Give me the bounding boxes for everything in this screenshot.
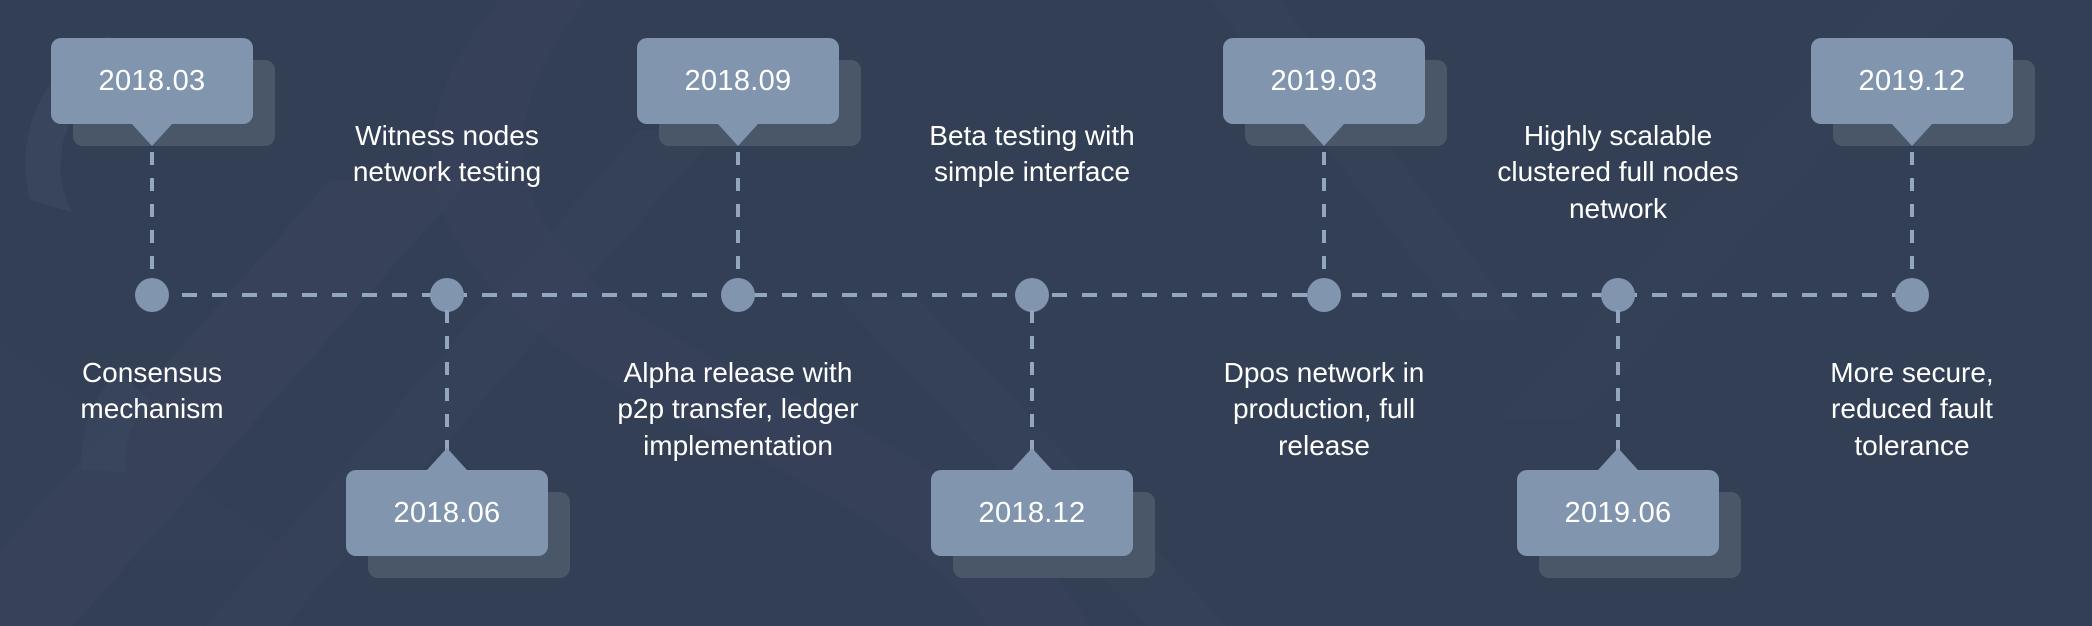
milestone-connector-line: [1616, 310, 1620, 470]
milestone-dot-icon[interactable]: [1307, 278, 1341, 312]
date-chip-body[interactable]: 2019.06: [1517, 470, 1719, 556]
date-chip-body[interactable]: 2018.03: [51, 38, 253, 124]
date-chip-label: 2019.12: [1858, 64, 1966, 97]
milestone-description: Witness nodes network testing: [352, 120, 542, 188]
milestone-description: Dpos network in production, full release: [1223, 357, 1425, 461]
milestone-dot-icon[interactable]: [1601, 278, 1635, 312]
date-chip-pointer-icon: [1598, 448, 1638, 470]
milestone-dot-icon[interactable]: [135, 278, 169, 312]
date-chip-label: 2019.03: [1270, 64, 1378, 97]
date-chip[interactable]: 2019.03: [1223, 38, 1447, 146]
date-chip-body[interactable]: 2018.09: [637, 38, 839, 124]
date-chip[interactable]: 2018.09: [637, 38, 861, 146]
date-chip-pointer-icon: [718, 124, 758, 146]
milestone-description: Highly scalable clustered full nodes net…: [1497, 120, 1739, 224]
milestone-description: More secure, reduced fault tolerance: [1830, 357, 1994, 461]
milestone-connector-line: [150, 152, 154, 280]
date-chip-label: 2018.09: [684, 64, 792, 97]
milestone-connector-line: [1322, 152, 1326, 280]
date-chip[interactable]: 2019.12: [1811, 38, 2035, 146]
date-chip-body[interactable]: 2019.12: [1811, 38, 2013, 124]
milestone-connector-line: [736, 152, 740, 280]
date-chip[interactable]: 2018.03: [51, 38, 275, 146]
date-chip-pointer-icon: [427, 448, 467, 470]
date-chip-pointer-icon: [1012, 448, 1052, 470]
milestone-dot-icon[interactable]: [1015, 278, 1049, 312]
milestone-dot-icon[interactable]: [430, 278, 464, 312]
milestone-description: Consensus mechanism: [80, 357, 224, 425]
date-chip[interactable]: 2018.06: [346, 448, 570, 578]
date-chip-label: 2019.06: [1564, 496, 1672, 529]
milestone-connector-line: [1030, 310, 1034, 470]
milestone-description: Alpha release with p2p transfer, ledger …: [617, 357, 859, 461]
milestone-dot-icon[interactable]: [1895, 278, 1929, 312]
date-chip[interactable]: 2019.06: [1517, 448, 1741, 578]
date-chip-body[interactable]: 2018.12: [931, 470, 1133, 556]
date-chip-body[interactable]: 2018.06: [346, 470, 548, 556]
milestone-connector-line: [445, 310, 449, 470]
date-chip-label: 2018.12: [978, 496, 1086, 529]
date-chip-label: 2018.03: [98, 64, 206, 97]
date-chip-pointer-icon: [132, 124, 172, 146]
date-chip[interactable]: 2018.12: [931, 448, 1155, 578]
milestone-description: Beta testing with simple interface: [929, 120, 1135, 188]
date-chip-pointer-icon: [1304, 124, 1344, 146]
date-chip-label: 2018.06: [393, 496, 501, 529]
date-chip-pointer-icon: [1892, 124, 1932, 146]
date-chip-body[interactable]: 2019.03: [1223, 38, 1425, 124]
milestone-dot-icon[interactable]: [721, 278, 755, 312]
milestone-connector-line: [1910, 152, 1914, 280]
